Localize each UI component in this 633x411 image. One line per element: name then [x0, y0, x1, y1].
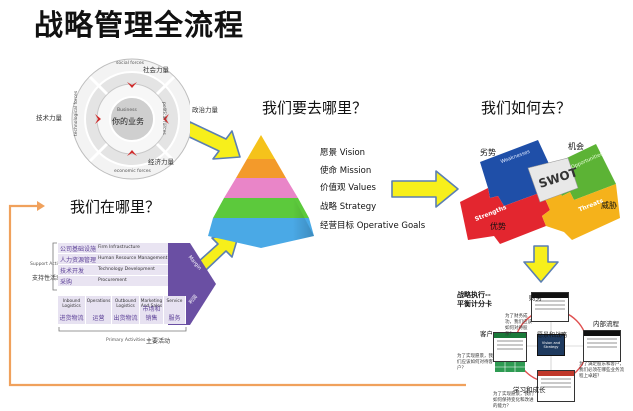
pyramid-label-values: 价值观 Values	[320, 183, 376, 193]
pyramid	[208, 135, 314, 248]
social-forces-en: social forces	[116, 61, 144, 66]
chevron-right-icon	[95, 114, 101, 124]
primary-operations: Operations 运营	[86, 296, 112, 324]
bsc-customer-label: 客户	[480, 330, 493, 338]
balanced-scorecard: 战略执行-- 平衡计分卡 Vision and Strategy 财务 客户 内…	[455, 282, 628, 409]
swot-piece-strengths	[460, 188, 550, 244]
primary-marketing-sales: Marketing And Sales 市场和销售	[140, 296, 164, 324]
support-row-hr: 人力资源管理 Human Resource Management	[58, 254, 168, 265]
swot-opportunities-cn: 机会	[568, 142, 584, 151]
political-forces-cn: 政治力量	[192, 106, 218, 114]
political-forces-en: political forces	[161, 102, 166, 135]
question-where-are-we: 我们在哪里？	[70, 198, 161, 216]
support-activities-en: Support Activities	[30, 262, 70, 267]
support-bracket	[52, 242, 57, 291]
business-en: Business	[117, 108, 137, 113]
chevron-up-icon	[127, 150, 137, 156]
pyramid-label-vision: 愿景 Vision	[320, 148, 366, 158]
bsc-note-customer: 为了实现愿景，我们应该如何对待客户？	[457, 354, 493, 371]
primary-outbound-logistics: Outbound Logistics 出货物流	[112, 296, 140, 324]
primary-service: Service 服务	[164, 296, 186, 324]
swot-threats-cn: 威胁	[601, 201, 617, 210]
pyramid-label-mission: 使命 Mission	[320, 166, 372, 176]
support-row-procurement: 采购 Procurement	[58, 276, 168, 287]
bsc-note-finance: 为了财务成功，我们应该如何对待股东？	[505, 314, 532, 337]
bsc-learning-label: 学习和成长	[513, 386, 546, 394]
bsc-customer-grid	[495, 362, 525, 372]
bsc-center-label: 愿景和战略	[537, 332, 568, 339]
bsc-customer-box	[493, 332, 527, 362]
arrow-pyramid-to-swot	[391, 170, 459, 208]
swot-strengths-cn: 优势	[490, 222, 506, 231]
economic-forces-en: economic forces	[114, 169, 151, 174]
support-activities-cn: 支持性活动	[32, 275, 63, 282]
business-cn: 你的业务	[112, 117, 144, 126]
swot-center-tile	[527, 157, 579, 203]
bsc-note-internal: 为了满足股东和客户，我们必须在哪些业务流程上卓越？	[579, 362, 624, 379]
swot-puzzle: SWOT Weaknesses Opportunities Strengths …	[454, 132, 622, 250]
bsc-title-line2: 平衡计分卡	[457, 300, 492, 308]
primary-activities-cn: 主要活动	[146, 338, 171, 345]
bsc-finance-label: 财务	[529, 294, 542, 302]
swot-pieces	[460, 140, 620, 244]
support-row-firm-infrastructure: 公司基础设施 Firm Infrastructure	[58, 243, 168, 254]
bsc-learning-box	[537, 370, 575, 402]
bsc-title-line1: 战略执行--	[457, 291, 491, 299]
bsc-internal-label: 内部流程	[593, 320, 619, 328]
chevron-down-icon	[127, 82, 137, 88]
environment-diagram: Business 你的业务 social forces economic for…	[70, 52, 193, 180]
primary-bracket	[58, 327, 187, 332]
support-row-technology: 技术开发 Technology Development	[58, 265, 168, 276]
feedback-loop-arrow	[8, 201, 466, 387]
economic-forces-cn: 经济力量	[148, 158, 174, 166]
bsc-finance-box	[531, 292, 569, 322]
tech-forces-cn: 技术力量	[36, 114, 62, 122]
primary-inbound-logistics: Inbound Logistics 进货物流	[58, 296, 86, 324]
question-where-to-go: 我们要去哪里？	[262, 99, 368, 117]
arrow-swot-to-bsc	[523, 245, 559, 283]
bsc-center-box: Vision and Strategy	[537, 334, 565, 356]
bsc-note-learning: 为了实现愿景，我们如何保持变化和改进的能力？	[493, 392, 534, 409]
swot-weaknesses-cn: 劣势	[480, 148, 496, 157]
swot-piece-weaknesses	[480, 140, 551, 206]
swot-piece-threats	[542, 184, 620, 240]
question-how-to-get-there: 我们如何去？	[481, 99, 572, 117]
primary-activities-en: Primary Activities	[106, 338, 146, 343]
bsc-internal-box	[583, 330, 621, 362]
pyramid-label-goals: 经营目标 Operative Goals	[320, 221, 426, 231]
chevron-left-icon	[163, 114, 169, 124]
pyramid-label-strategy: 战略 Strategy	[320, 202, 377, 212]
social-forces-cn: 社会力量	[143, 66, 169, 74]
environment-rings	[71, 58, 193, 180]
tech-forces-en: technological forces	[74, 90, 79, 136]
page-title: 战略管理全流程	[34, 8, 245, 42]
